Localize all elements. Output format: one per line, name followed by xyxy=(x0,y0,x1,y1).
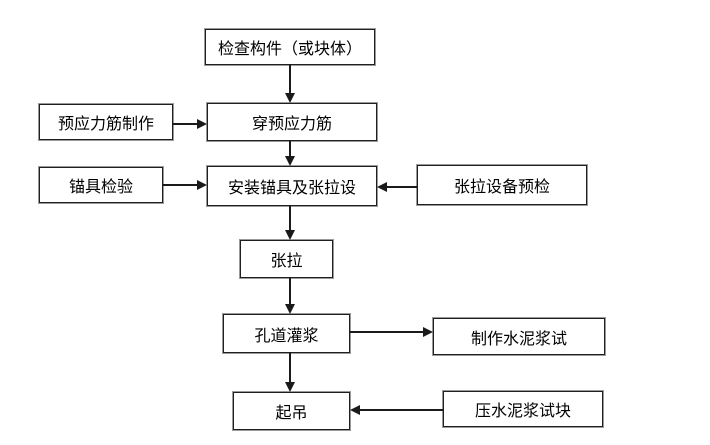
arrowhead-right-icon xyxy=(197,119,207,129)
arrowhead-down-icon xyxy=(285,156,295,166)
node-thread-tendon: 穿预应力筋 xyxy=(207,103,377,141)
arrowhead-down-icon xyxy=(285,93,295,103)
node-tendon-fabrication: 预应力筋制作 xyxy=(39,104,173,140)
arrowhead-down-icon xyxy=(285,382,295,392)
node-press-cement-test-block: 压水泥浆试块 xyxy=(443,391,603,427)
edge-inspect-to-thread-line xyxy=(289,65,291,94)
node-anchor-inspection: 锚具检验 xyxy=(39,167,163,203)
node-make-cement-paste-test: 制作水泥浆试 xyxy=(433,318,605,355)
node-lifting: 起吊 xyxy=(233,392,350,430)
edge-grouting-to-lifting-line xyxy=(289,353,291,383)
arrowhead-down-icon xyxy=(285,304,295,314)
edge-grouting-to-maketest-line xyxy=(350,331,424,333)
edge-install-to-tension-line xyxy=(289,206,291,231)
edge-thread-to-install-line xyxy=(289,141,291,157)
edge-fab-to-thread-line xyxy=(173,123,198,125)
arrowhead-right-icon xyxy=(197,180,207,190)
node-tensioning: 张拉 xyxy=(240,240,333,278)
arrowhead-left-icon xyxy=(377,182,387,192)
edge-precheck-to-install-line xyxy=(386,186,417,188)
node-tension-equipment-precheck: 张拉设备预检 xyxy=(417,165,587,205)
arrowhead-left-icon xyxy=(350,405,360,415)
arrowhead-right-icon xyxy=(423,327,433,337)
edge-presstest-to-lifting-line xyxy=(359,409,443,411)
node-duct-grouting: 孔道灌浆 xyxy=(223,314,350,353)
arrowhead-down-icon xyxy=(285,230,295,240)
edge-tension-to-grouting-line xyxy=(289,278,291,305)
node-inspect-component: 检查构件（或块体） xyxy=(205,29,375,65)
node-install-anchor-tension-equipment: 安装锚具及张拉设 xyxy=(207,166,377,206)
edge-anchorinspect-to-install-line xyxy=(163,184,198,186)
